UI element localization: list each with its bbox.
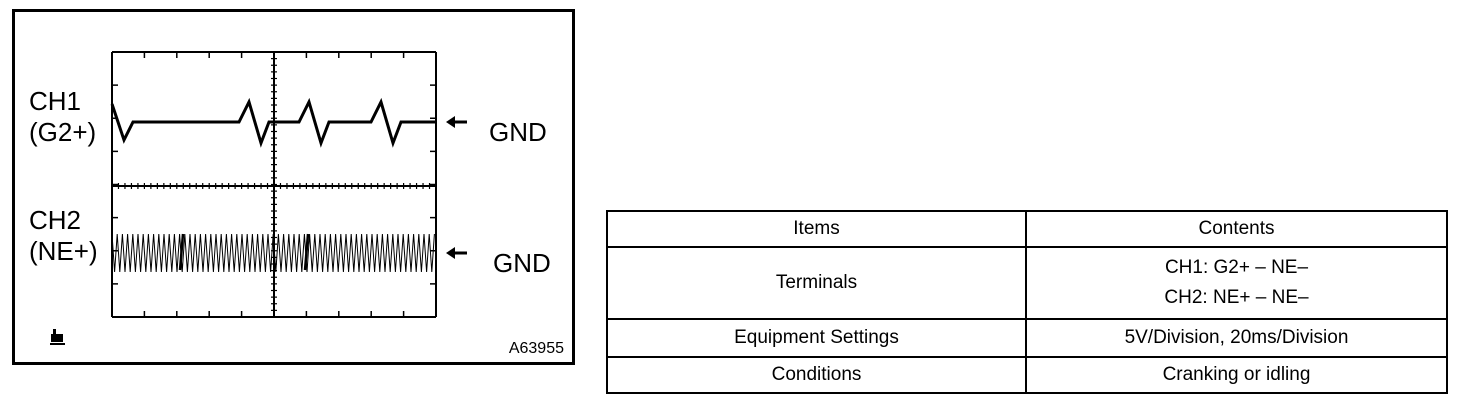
hand-pointer-icon — [50, 329, 65, 345]
table-header-row: Items Contents — [606, 210, 1448, 248]
table-row: Terminals CH1: G2+ – NE– CH2: NE+ – NE– — [606, 246, 1448, 320]
conditions-table: Items Contents Terminals CH1: G2+ – NE– … — [606, 210, 1448, 394]
ch2-reference-pulse — [303, 233, 310, 271]
contents-line: CH1: G2+ – NE– — [1164, 257, 1309, 278]
gnd-arrow-icon — [446, 116, 467, 128]
ch1-gnd-label: GND — [489, 117, 547, 147]
figure-id: A63955 — [508, 340, 564, 357]
table-row: Equipment Settings 5V/Division, 20ms/Div… — [606, 318, 1448, 358]
ch1-waveform — [110, 97, 436, 148]
oscilloscope-figure: CH1 (G2+) CH2 (NE+) GND GND A63955 — [12, 9, 575, 365]
item-cell: Terminals — [606, 246, 1027, 320]
item-cell: Equipment Settings — [606, 318, 1027, 358]
contents-cell: Cranking or idling — [1025, 356, 1448, 394]
contents-cell: CH1: G2+ – NE– CH2: NE+ – NE– — [1025, 246, 1448, 320]
oscilloscope-screen — [50, 51, 467, 345]
ch1-label: CH1 (G2+) — [29, 86, 97, 147]
table-row: Conditions Cranking or idling — [606, 356, 1448, 394]
gnd-arrow-icon — [446, 247, 467, 259]
ch2-reference-pulse — [178, 233, 185, 271]
ch2-gnd-label: GND — [493, 248, 551, 278]
scope-grid — [111, 51, 437, 318]
ch2-waveform — [111, 233, 435, 273]
ch2-signal — [111, 233, 435, 273]
item-cell: Conditions — [606, 356, 1027, 394]
header-items: Items — [606, 210, 1027, 248]
contents-line: CH2: NE+ – NE– — [1164, 287, 1309, 308]
contents-cell: 5V/Division, 20ms/Division — [1025, 318, 1448, 358]
ch2-label: CH2 (NE+) — [29, 205, 98, 266]
header-contents: Contents — [1025, 210, 1448, 248]
